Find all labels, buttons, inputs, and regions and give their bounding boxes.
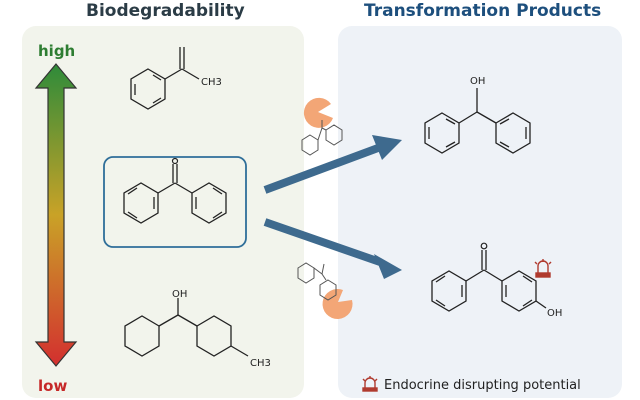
- cyclohexyl-ch3-label: CH3: [250, 358, 271, 369]
- benzophenone-highlight-box: [103, 156, 247, 248]
- transformation-products-panel: [338, 26, 622, 398]
- biodegradability-gradient-arrow: [34, 63, 78, 367]
- hydroxybenzophenone-molecule: [431, 250, 547, 312]
- acetophenone-ch3-label: CH3: [201, 77, 222, 88]
- low-label: low: [38, 377, 68, 395]
- biodegradability-title: Biodegradability: [86, 1, 245, 21]
- transformation-products-title: Transformation Products: [364, 1, 602, 21]
- benzophenone-molecule: [123, 164, 227, 224]
- dicyclohexyl-methanol-molecule: [124, 298, 249, 357]
- enzyme-icon-upper: [303, 97, 333, 128]
- hydroxybp-oh-label: OH: [547, 308, 562, 319]
- substrate-benzophenone-upper: [301, 120, 343, 156]
- substrate-benzophenone-lower: [297, 262, 337, 301]
- acetophenone-molecule: [130, 47, 200, 110]
- benzhydrol-molecule: [424, 88, 531, 154]
- high-label: high: [38, 42, 76, 60]
- transformation-arrow-lower: [263, 218, 402, 279]
- enzyme-icon-lower: [322, 288, 353, 319]
- legend: Endocrine disrupting potential: [362, 376, 581, 396]
- cyclohexyl-oh-label: OH: [172, 289, 187, 300]
- benzhydrol-oh-label: OH: [470, 76, 485, 87]
- transformation-arrow-upper: [263, 135, 402, 194]
- carbonyl-oxygen-icon: [171, 157, 179, 165]
- legend-text: Endocrine disrupting potential: [384, 378, 581, 393]
- hydroxybp-carbonyl-oxygen-icon: [480, 242, 488, 250]
- alarm-siren-icon: [534, 259, 552, 278]
- legend-alarm-siren-icon: [362, 376, 378, 396]
